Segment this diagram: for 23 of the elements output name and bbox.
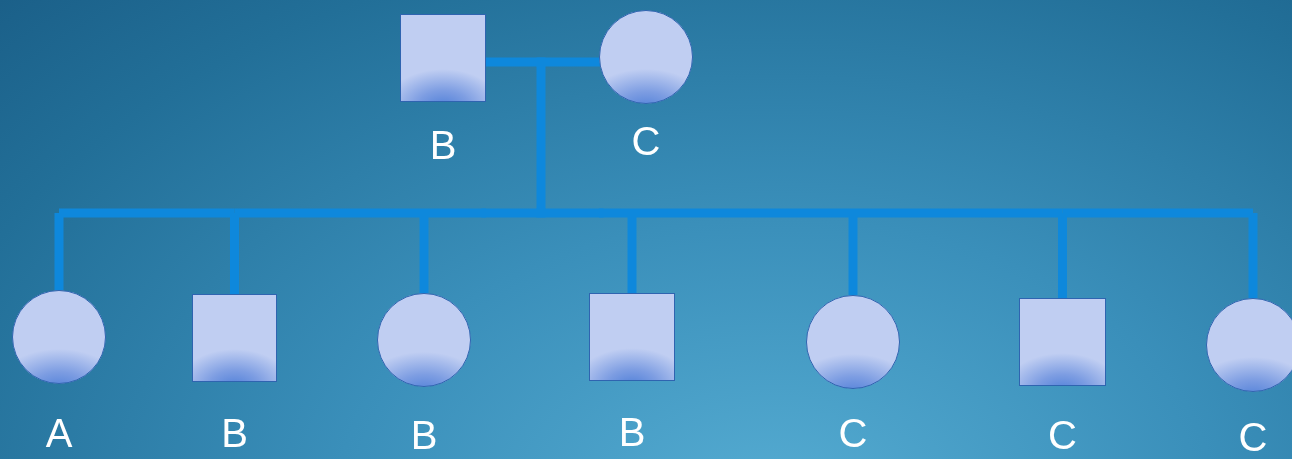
pedigree-line (59, 208, 235, 218)
genotype-label: B (221, 410, 248, 456)
genotype-label: B (429, 122, 457, 168)
pedigree-line (54, 213, 64, 290)
pedigree-line (1062, 208, 1253, 218)
genotype-label: B (410, 412, 438, 458)
genotype-label: A (45, 410, 73, 456)
male-square (192, 294, 277, 382)
genotype-label: C (631, 118, 661, 164)
pedigree-line (853, 208, 1063, 218)
male-square (400, 14, 486, 102)
pedigree-line (230, 213, 239, 294)
pedigree-line (632, 208, 853, 218)
genotype-label: C (1048, 412, 1077, 458)
male-square (589, 293, 675, 381)
male-square (1019, 298, 1106, 386)
genotype-label: C (838, 410, 868, 456)
pedigree-line (1058, 213, 1067, 298)
genotype-label: C (1238, 414, 1268, 459)
pedigree-line (599, 208, 632, 218)
pedigree-line (1248, 213, 1258, 298)
genotype-label: B (618, 409, 646, 455)
pedigree-line (234, 208, 424, 218)
